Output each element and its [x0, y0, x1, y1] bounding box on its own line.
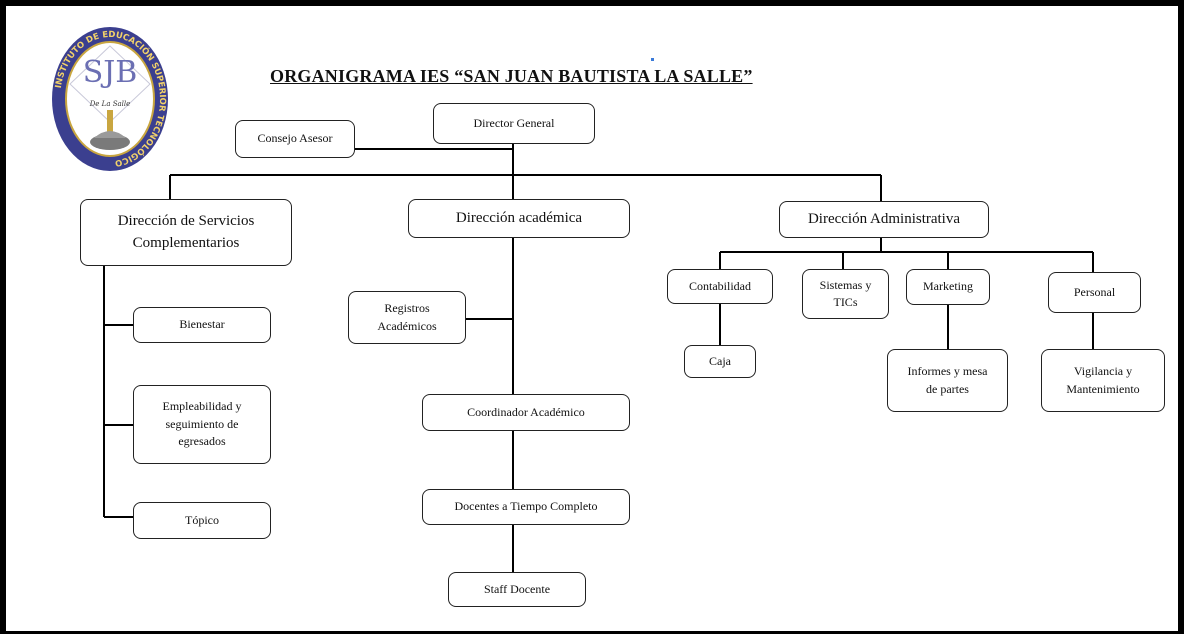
node-consejo-asesor: Consejo Asesor	[235, 120, 355, 158]
node-direccion-academica: Dirección académica	[408, 199, 630, 238]
node-contabilidad: Contabilidad	[667, 269, 773, 304]
stray-dot	[651, 58, 654, 61]
node-vigilancia-mantenimiento: Vigilancia y Mantenimiento	[1041, 349, 1165, 412]
node-director-general: Director General	[433, 103, 595, 144]
sjb-logo: INSTITUTO DE EDUCACIÓN SUPERIOR TECNOLÓG…	[52, 27, 168, 171]
node-sistemas-tics: Sistemas y TICs	[802, 269, 889, 319]
node-personal: Personal	[1048, 272, 1141, 313]
node-registros-academicos: Registros Académicos	[348, 291, 466, 344]
node-informes-mesa-partes: Informes y mesa de partes	[887, 349, 1008, 412]
node-staff-docente: Staff Docente	[448, 572, 586, 607]
node-direccion-servicios: Dirección de Servicios Complementarios	[80, 199, 292, 266]
node-docentes-tiempo-completo: Docentes a Tiempo Completo	[422, 489, 630, 525]
node-caja: Caja	[684, 345, 756, 378]
node-direccion-administrativa: Dirección Administrativa	[779, 201, 989, 238]
node-topico: Tópico	[133, 502, 271, 539]
logo-initials: SJB	[83, 55, 138, 90]
node-coordinador-academico: Coordinador Académico	[422, 394, 630, 431]
chart-title: ORGANIGRAMA IES “SAN JUAN BAUTISTA LA SA…	[270, 66, 753, 86]
logo-signature: De La Salle	[89, 100, 131, 108]
node-empleabilidad: Empleabilidad y seguimiento de egresados	[133, 385, 271, 464]
node-marketing: Marketing	[906, 269, 990, 305]
node-bienestar: Bienestar	[133, 307, 271, 343]
